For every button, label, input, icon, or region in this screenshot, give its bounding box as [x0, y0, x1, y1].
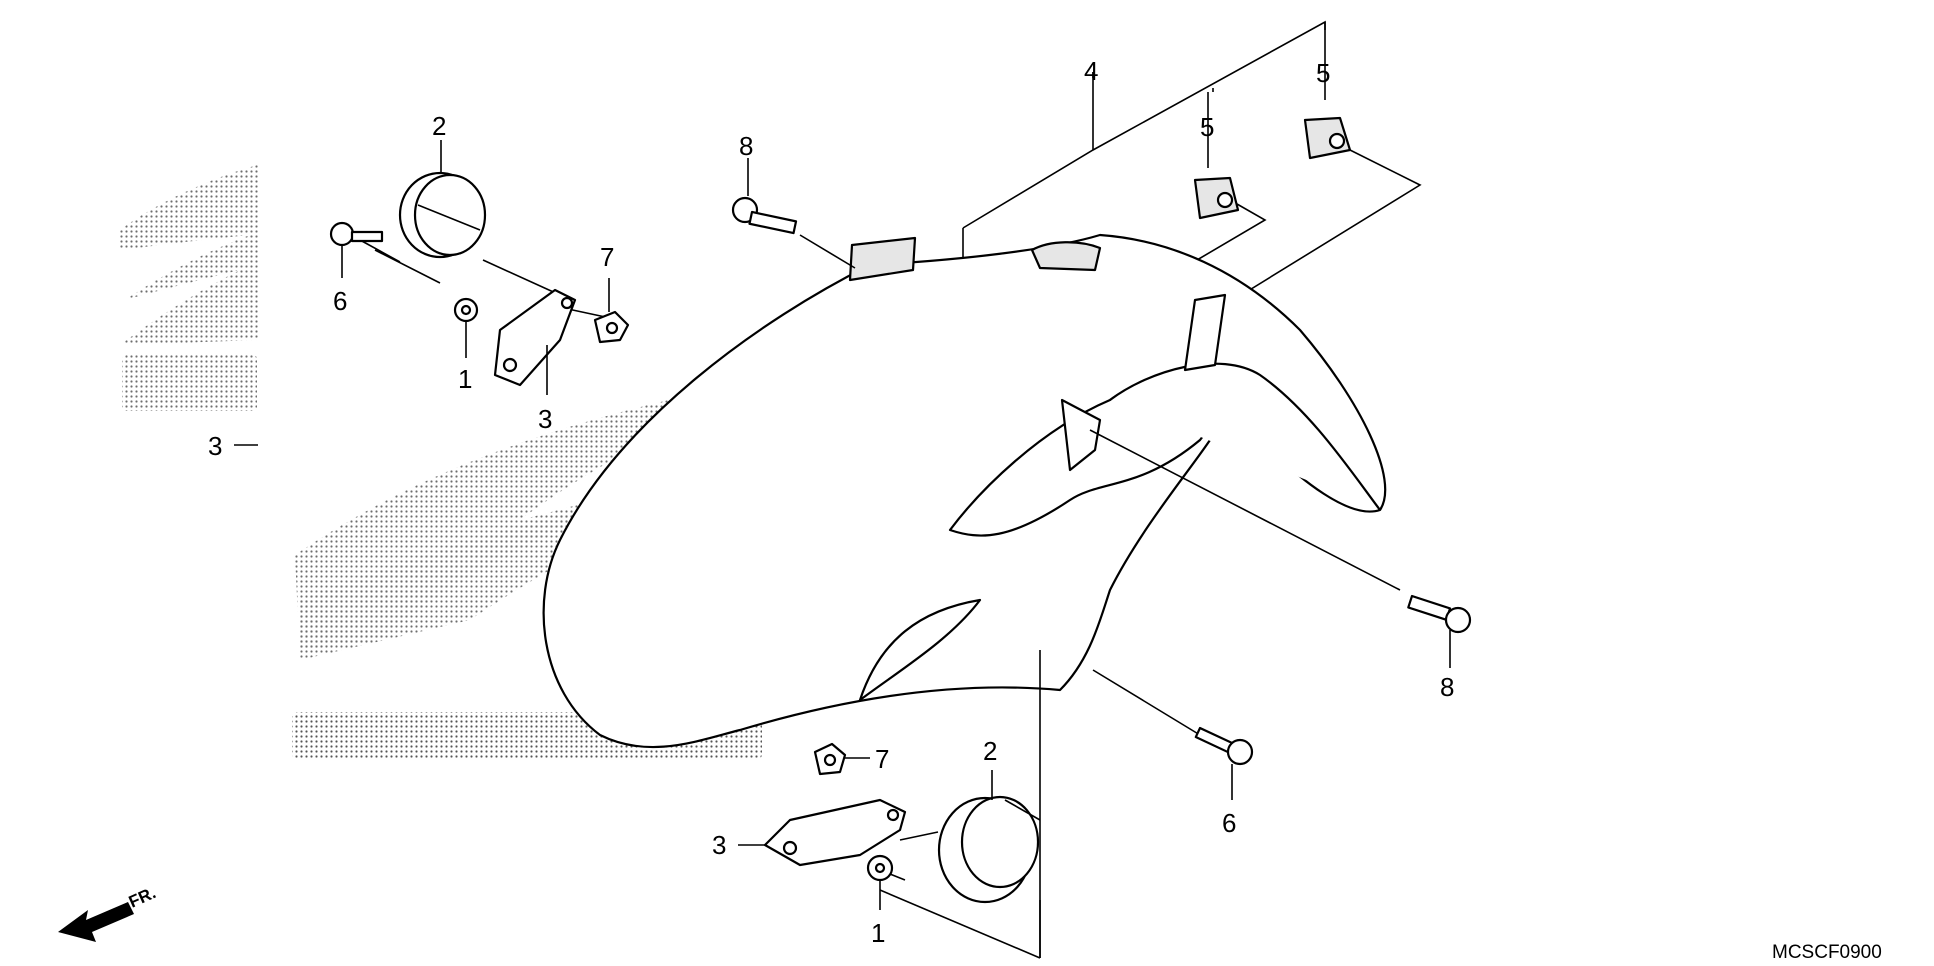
callout-7-lower: 7	[875, 744, 889, 774]
callout-6-lower: 6	[1222, 808, 1236, 838]
part-3-bracket-upper[interactable]	[493, 288, 577, 387]
part-5-clip-upper[interactable]	[1303, 116, 1352, 160]
part-7-nut-lower[interactable]	[813, 742, 847, 776]
part-1-washer-upper[interactable]	[453, 297, 479, 323]
part-6-screw-upper[interactable]	[329, 221, 384, 247]
callout-2-lower: 2	[983, 736, 997, 766]
callout-8-upper: 8	[739, 131, 753, 161]
callout-1-lower: 1	[871, 918, 885, 948]
honda-wing-logo-small	[120, 165, 258, 411]
part-8-bolt-lower[interactable]	[1407, 594, 1472, 634]
callout-6-upper: 6	[333, 286, 347, 316]
callout-2-upper: 2	[432, 111, 446, 141]
callout-4: 4	[1084, 56, 1098, 86]
callout-leaders	[234, 140, 1451, 910]
front-fender[interactable]	[542, 233, 1401, 958]
part-3-bracket-lower[interactable]	[763, 798, 907, 867]
part-6-screw-lower[interactable]	[1194, 726, 1254, 766]
callout-3-left: 3	[208, 431, 222, 461]
callout-5-mid: 5	[1200, 112, 1214, 142]
lower-reflector-assembly	[879, 795, 1041, 959]
front-direction-label: FR.	[126, 883, 159, 911]
callout-1-upper: 1	[458, 364, 472, 394]
callout-3-lower: 3	[712, 830, 726, 860]
front-direction-arrow: FR.	[58, 883, 159, 942]
part-5-clip-lower[interactable]	[1193, 176, 1240, 220]
part-1-washer-lower[interactable]	[866, 854, 894, 882]
callout-7-upper: 7	[600, 242, 614, 272]
part-8-bolt-upper[interactable]	[731, 196, 856, 269]
upper-reflector-assembly	[359, 171, 611, 319]
callout-8-lower: 8	[1440, 672, 1454, 702]
callout-5-top: 5	[1316, 58, 1330, 88]
diagram-code: MCSCF0900	[1772, 942, 1882, 963]
part-7-nut-upper[interactable]	[593, 310, 630, 344]
callout-3-upper: 3	[538, 404, 552, 434]
honda-wing-logo-large	[295, 380, 760, 660]
